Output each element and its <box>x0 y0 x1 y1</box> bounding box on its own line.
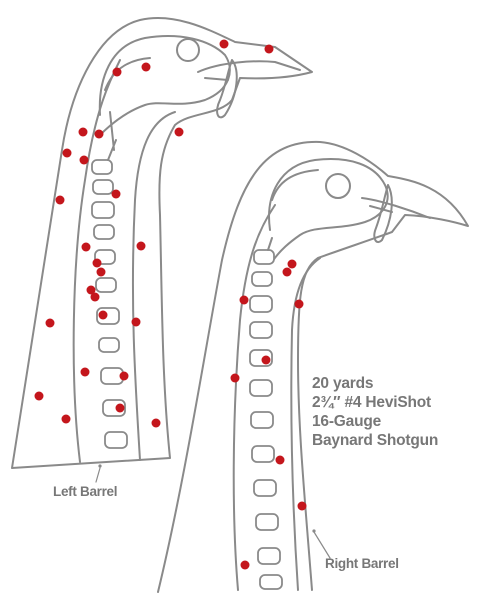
left-pellet-hit <box>94 129 104 139</box>
right-vertebra <box>249 321 273 339</box>
right-pellet-hit <box>275 455 285 465</box>
right-vertebra <box>251 445 275 463</box>
left-snood <box>216 59 238 119</box>
left-pellet-hit <box>80 367 90 377</box>
left-pellet-hit <box>111 189 121 199</box>
left-pellet-hit <box>151 418 161 428</box>
left-pellet-hit <box>61 414 71 424</box>
right-snood <box>373 184 393 244</box>
right-leader-dot <box>312 529 316 533</box>
right-vertebra <box>255 513 279 531</box>
right-head-outline <box>157 140 469 593</box>
left-throat-line <box>131 111 176 461</box>
right-vertebra <box>253 249 275 265</box>
left-pellet-hit <box>55 195 65 205</box>
right-vertebra <box>253 479 277 497</box>
right-spine <box>249 237 283 590</box>
left-beak-detail <box>197 60 301 81</box>
right-pellet-hits <box>230 259 307 570</box>
left-vertebra <box>98 337 120 353</box>
left-pellet-hit <box>98 310 108 320</box>
right-pellet-hit <box>230 373 240 383</box>
left-pellet-hit <box>86 285 96 295</box>
left-label-leader <box>95 467 101 483</box>
load-info: 20 yards 2¾″ #4 HeviShot 16-Gauge Baynar… <box>312 374 438 450</box>
left-pellet-hit <box>112 67 122 77</box>
right-beak-detail <box>361 197 431 219</box>
left-pellet-hit <box>119 371 129 381</box>
left-head-outline <box>11 17 313 469</box>
left-pellet-hit <box>62 148 72 158</box>
left-skull-outline <box>98 35 231 136</box>
left-vertebra <box>104 431 128 449</box>
left-pellet-hit <box>81 242 91 252</box>
left-pellet-hit <box>90 292 100 302</box>
left-pellet-hit <box>78 127 88 137</box>
right-vertebra <box>259 574 283 590</box>
left-jaw-line <box>104 57 151 91</box>
right-jaw-line <box>271 169 319 201</box>
left-pellet-hit <box>131 317 141 327</box>
info-gun: Baynard Shotgun <box>312 432 439 449</box>
right-turkey-target <box>157 140 469 593</box>
left-pellet-hit <box>79 155 89 165</box>
right-throat-line <box>290 257 321 591</box>
right-vertebra <box>251 271 273 287</box>
left-vertebra <box>95 277 117 293</box>
right-vertebra <box>249 295 273 313</box>
left-vertebra <box>93 224 115 240</box>
info-distance: 20 yards <box>312 375 374 392</box>
left-vertebra <box>91 201 115 219</box>
right-pellet-hit <box>261 355 271 365</box>
left-pellet-hit <box>136 241 146 251</box>
right-label-leader <box>313 531 331 559</box>
right-barrel-label: Right Barrel <box>325 556 399 571</box>
right-skull-outline <box>268 158 389 263</box>
right-spine-top <box>267 237 273 251</box>
left-pellet-hits <box>34 39 274 428</box>
left-pellet-hit <box>34 391 44 401</box>
right-vertebra <box>257 547 281 565</box>
left-pellet-hit <box>174 127 184 137</box>
left-pellet-hit <box>92 258 102 268</box>
right-pellet-hit <box>287 259 297 269</box>
info-load: 2¾″ #4 HeviShot <box>312 394 432 411</box>
left-pellet-hit <box>45 318 55 328</box>
right-pellet-hit <box>282 267 292 277</box>
right-pellet-hit <box>239 295 249 305</box>
left-pellet-hit <box>219 39 229 49</box>
left-pellet-hit <box>264 44 274 54</box>
left-vertebra <box>91 159 113 175</box>
left-barrel-label: Left Barrel <box>53 484 118 499</box>
right-pellet-hit <box>240 560 250 570</box>
info-gauge: 16-Gauge <box>312 413 382 430</box>
left-pellet-hit <box>141 62 151 72</box>
right-neck-inner-line <box>232 204 276 591</box>
left-neck-inner-line <box>72 59 121 463</box>
left-pellet-hit <box>115 403 125 413</box>
right-pellet-hit <box>297 501 307 511</box>
left-vertebra <box>92 179 114 195</box>
right-eye-socket <box>325 173 351 199</box>
left-pellet-hit <box>96 267 106 277</box>
right-pellet-hit <box>294 299 304 309</box>
left-leader-dot <box>98 464 102 468</box>
right-vertebra <box>249 379 273 397</box>
right-vertebra <box>250 411 274 429</box>
left-spine <box>91 111 128 449</box>
left-eye-socket <box>176 38 200 62</box>
left-spine-top <box>107 111 117 161</box>
